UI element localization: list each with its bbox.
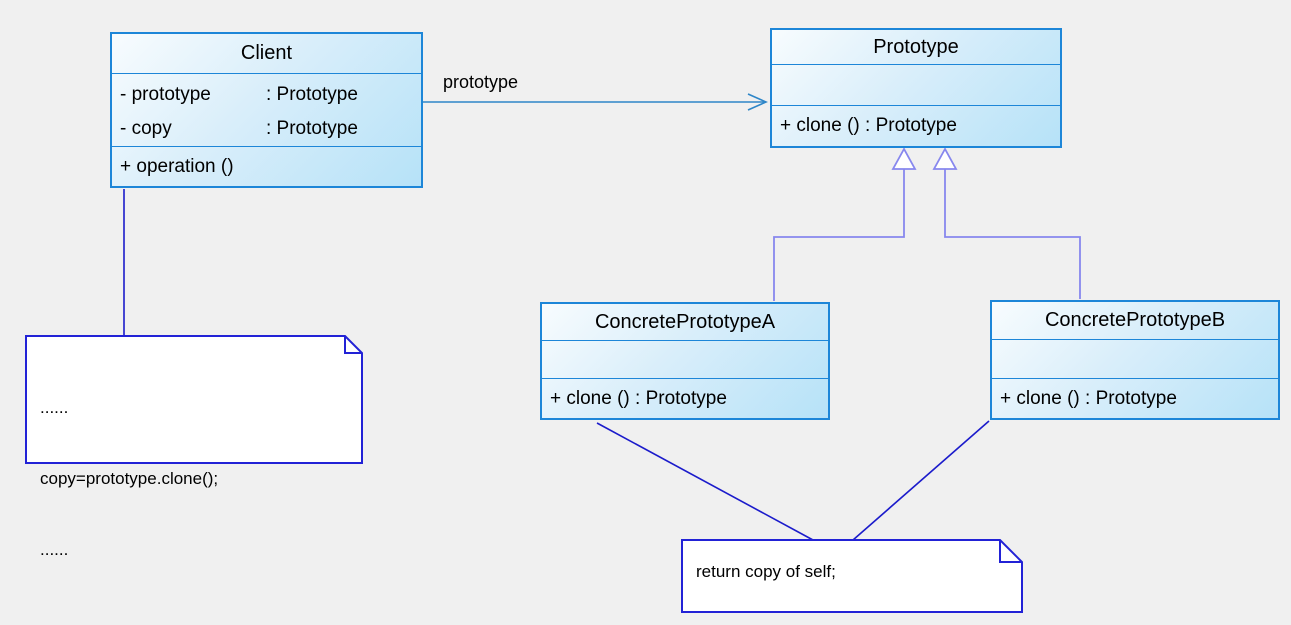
attributes-compartment	[992, 340, 1278, 378]
note-return-copy-text: return copy of self;	[696, 562, 836, 581]
class-title: Client	[112, 34, 421, 74]
generalization-a	[773, 147, 917, 301]
note-fold-icon	[344, 336, 362, 354]
note-client-code-text: ...... copy=prototype.clone(); ......	[40, 352, 218, 605]
class-concrete-prototype-b: ConcretePrototypeB + clone () : Prototyp…	[990, 300, 1280, 420]
class-client: Client - prototype : Prototype - copy : …	[110, 32, 423, 188]
note-anchor-line-a	[596, 422, 814, 541]
note-line: ......	[40, 540, 69, 559]
inheritance-triangle-icon	[932, 147, 958, 170]
note-line: copy=prototype.clone();	[40, 469, 219, 488]
attribute-name: - prototype	[120, 84, 211, 105]
attributes-compartment	[542, 341, 828, 378]
attribute-type: : Prototype	[266, 84, 358, 105]
note-line: ......	[40, 398, 69, 417]
class-prototype: Prototype + clone () : Prototype	[770, 28, 1062, 148]
attribute-row: - prototype : Prototype	[120, 78, 415, 112]
attribute-type: : Prototype	[266, 118, 358, 139]
generalization-a-line	[773, 169, 905, 301]
attribute-name: - copy	[120, 118, 172, 139]
note-client-code-shape	[25, 335, 363, 464]
association-label: prototype	[443, 72, 519, 92]
note-return-copy-shape	[681, 539, 1023, 613]
note-anchor-line-b	[852, 420, 990, 541]
class-title: ConcretePrototypeB	[992, 302, 1278, 340]
attribute-row: - copy : Prototype	[120, 112, 415, 146]
methods-compartment: + operation ()	[112, 146, 421, 186]
association-client-prototype	[423, 93, 768, 111]
inheritance-triangle-icon	[891, 147, 917, 170]
class-title: Prototype	[772, 30, 1060, 65]
note-fold-icon	[999, 540, 1022, 563]
generalization-b	[932, 147, 1081, 299]
methods-compartment: + clone () : Prototype	[772, 105, 1060, 146]
class-concrete-prototype-a: ConcretePrototypeA + clone () : Prototyp…	[540, 302, 830, 420]
note-shape	[681, 539, 1023, 613]
open-arrowhead-icon	[747, 93, 768, 111]
note-shape	[25, 335, 363, 464]
attributes-compartment: - prototype : Prototype - copy : Prototy…	[112, 74, 421, 146]
class-title: ConcretePrototypeA	[542, 304, 828, 341]
methods-compartment: + clone () : Prototype	[542, 378, 828, 418]
generalization-b-line	[944, 169, 1081, 299]
methods-compartment: + clone () : Prototype	[992, 378, 1278, 418]
attributes-compartment	[772, 65, 1060, 105]
